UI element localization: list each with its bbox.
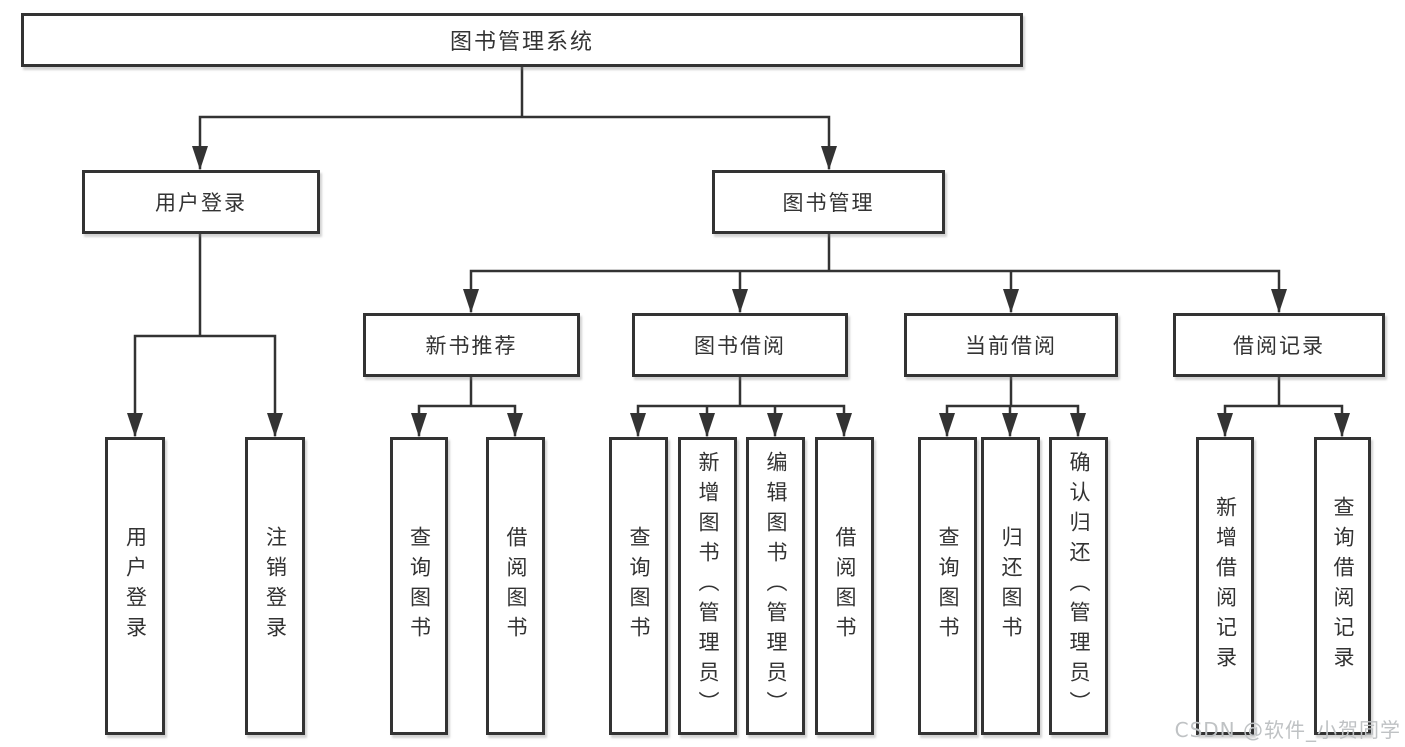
leaf-query-books-current: 查询图书	[918, 437, 977, 735]
node-system-root-label: 图书管理系统	[449, 30, 594, 55]
connector-path	[133, 65, 1344, 437]
leaf-add-books-admin-label: 新增图书（管理员）	[696, 451, 720, 721]
leaf-return-books: 归还图书	[981, 437, 1040, 735]
leaf-query-books-borrowing-label: 查询图书	[627, 526, 651, 646]
leaf-logout: 注销登录	[245, 437, 305, 735]
leaf-edit-books-admin-label: 编辑图书（管理员）	[764, 451, 788, 721]
leaf-user-login: 用户登录	[105, 437, 165, 735]
leaf-query-books-recommend-label: 查询图书	[407, 526, 432, 646]
leaf-borrow-books-borrowing: 借阅图书	[815, 437, 874, 735]
node-system-root: 图书管理系统	[21, 13, 1023, 67]
leaf-add-borrow-record-label: 新增借阅记录	[1213, 496, 1238, 676]
leaf-query-books-recommend: 查询图书	[390, 437, 448, 735]
node-borrow-records: 借阅记录	[1173, 313, 1385, 377]
leaf-borrow-books-recommend: 借阅图书	[486, 437, 545, 735]
node-new-book-recommend: 新书推荐	[363, 313, 580, 377]
node-book-management-label: 图书管理	[782, 191, 875, 215]
node-new-book-recommend-label: 新书推荐	[425, 334, 518, 358]
leaf-logout-label: 注销登录	[263, 526, 288, 646]
leaf-return-books-label: 归还图书	[999, 526, 1023, 646]
node-current-borrowing: 当前借阅	[904, 313, 1118, 377]
arrowhead-icons	[127, 146, 1350, 437]
leaf-confirm-return-admin: 确认归还（管理员）	[1049, 437, 1108, 735]
node-book-borrowing-label: 图书借阅	[694, 334, 786, 358]
leaf-user-login-label: 用户登录	[123, 526, 148, 646]
node-current-borrowing-label: 当前借阅	[965, 334, 1057, 358]
leaf-borrow-books-recommend-label: 借阅图书	[504, 526, 528, 646]
node-user-login: 用户登录	[82, 170, 320, 234]
node-borrow-records-label: 借阅记录	[1233, 334, 1325, 358]
node-book-borrowing: 图书借阅	[632, 313, 848, 377]
leaf-query-books-borrowing: 查询图书	[609, 437, 668, 735]
leaf-query-borrow-record-label: 查询借阅记录	[1331, 496, 1355, 676]
leaf-query-books-current-label: 查询图书	[936, 526, 960, 646]
csdn-watermark: CSDN @软件_小贺同学	[1174, 718, 1401, 742]
node-user-login-label: 用户登录	[155, 191, 247, 215]
leaf-query-borrow-record: 查询借阅记录	[1314, 437, 1371, 735]
leaf-add-books-admin: 新增图书（管理员）	[678, 437, 737, 735]
leaf-confirm-return-admin-label: 确认归还（管理员）	[1067, 451, 1091, 721]
leaf-edit-books-admin: 编辑图书（管理员）	[746, 437, 805, 735]
leaf-borrow-books-borrowing-label: 借阅图书	[833, 526, 857, 646]
node-book-management: 图书管理	[712, 170, 945, 234]
leaf-add-borrow-record: 新增借阅记录	[1196, 437, 1254, 735]
